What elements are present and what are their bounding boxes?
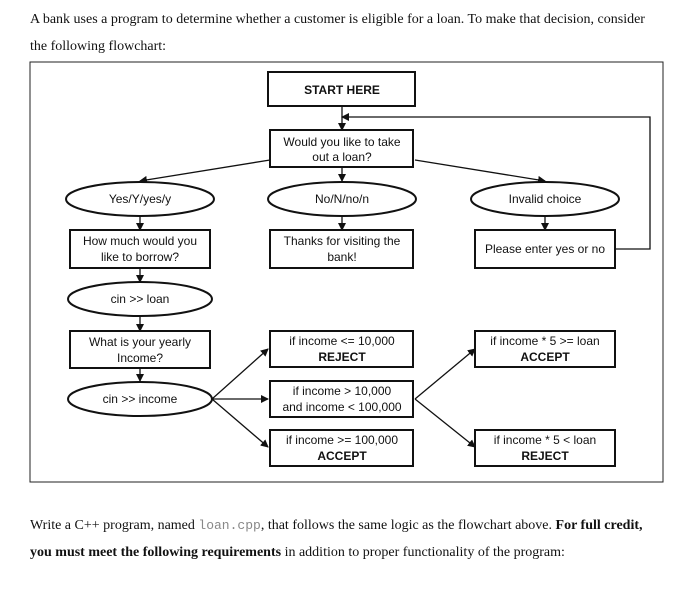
requirements-bold: you must meet the following requirements <box>30 545 282 560</box>
start-box <box>267 71 416 107</box>
invalid-ellipse <box>470 181 620 217</box>
no-ellipse <box>267 181 417 217</box>
question-box <box>269 129 414 168</box>
instructions-text-2: , that follows the same logic as the flo… <box>260 518 556 533</box>
accept-high-income-condition: if income >= 100,000 <box>286 433 398 447</box>
accept-ratio-condition: if income * 5 >= loan <box>490 334 599 348</box>
yes-label: Yes/Y/yes/y <box>109 192 171 206</box>
instructions-paragraph: Write a C++ program, named loan.cpp, tha… <box>30 512 670 566</box>
reject-low-income-condition: if income <= 10,000 <box>289 334 395 348</box>
accept-high-income-result: ACCEPT <box>317 449 367 463</box>
please-label: Please enter yes or no <box>485 242 605 256</box>
yearly-income-box <box>69 330 211 369</box>
reject-low-income-box <box>269 330 414 368</box>
invalid-label: Invalid choice <box>509 192 582 206</box>
cin-income-label: cin >> income <box>103 392 178 406</box>
thanks-box <box>269 229 414 269</box>
cin-income-ellipse <box>67 381 213 417</box>
mid-income-box <box>269 380 414 418</box>
intro-paragraph: A bank uses a program to determine wheth… <box>30 6 670 60</box>
yes-ellipse <box>65 181 215 217</box>
instructions-text-1: Write a C++ program, named <box>30 518 199 533</box>
reject-ratio-box <box>474 429 616 467</box>
start-label: START HERE <box>304 83 380 97</box>
how-much-box <box>69 229 211 269</box>
yearly-income-label-2: Income? <box>117 351 163 365</box>
question-label-1: Would you like to take <box>283 135 401 149</box>
reject-low-income-result: REJECT <box>318 350 366 364</box>
intro-line-2: the following flowchart: <box>30 39 167 54</box>
reject-ratio-result: REJECT <box>521 449 569 463</box>
how-much-label-2: like to borrow? <box>101 250 179 264</box>
mid-income-condition-2: and income < 100,000 <box>282 400 401 414</box>
accept-ratio-box <box>474 330 616 368</box>
intro-line-1: A bank uses a program to determine wheth… <box>30 12 645 27</box>
please-box <box>474 229 616 269</box>
flowchart-connectors <box>136 106 651 448</box>
flowchart-frame <box>29 61 664 483</box>
no-label: No/N/no/n <box>315 192 369 206</box>
accept-ratio-result: ACCEPT <box>520 350 570 364</box>
question-label-2: out a loan? <box>312 150 372 164</box>
reject-ratio-condition: if income * 5 < loan <box>494 433 596 447</box>
filename-code: loan.cpp <box>198 518 261 533</box>
yearly-income-label-1: What is your yearly <box>89 335 191 349</box>
instructions-text-3: in addition to proper functionality of t… <box>281 545 565 560</box>
how-much-label-1: How much would you <box>83 234 197 248</box>
mid-income-condition-1: if income > 10,000 <box>293 384 392 398</box>
full-credit-bold: For full credit, <box>555 518 643 533</box>
thanks-label-2: bank! <box>327 250 356 264</box>
cin-loan-ellipse <box>67 281 213 317</box>
accept-high-income-box <box>269 429 414 467</box>
cin-loan-label: cin >> loan <box>111 292 170 306</box>
thanks-label-1: Thanks for visiting the <box>284 234 401 248</box>
